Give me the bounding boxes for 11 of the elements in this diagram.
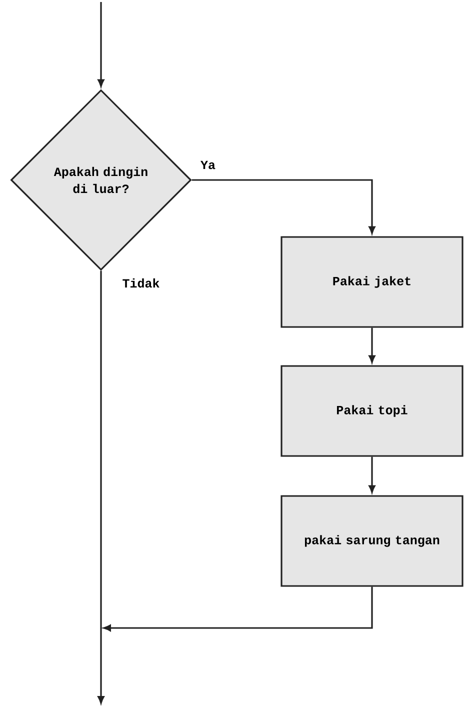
arrow [192, 179, 376, 234]
arrow [98, 270, 104, 704]
edge-label: Ya [200, 160, 216, 170]
process-box: Pakai topi [280, 365, 464, 457]
process-box: pakai sarung tangan [280, 495, 464, 587]
process-box: Pakai jaket [280, 236, 464, 328]
arrow [368, 328, 376, 363]
arrow [98, 2, 104, 87]
edge-label: Tidak [121, 277, 161, 289]
arrow [368, 456, 376, 493]
arrow [103, 586, 373, 632]
